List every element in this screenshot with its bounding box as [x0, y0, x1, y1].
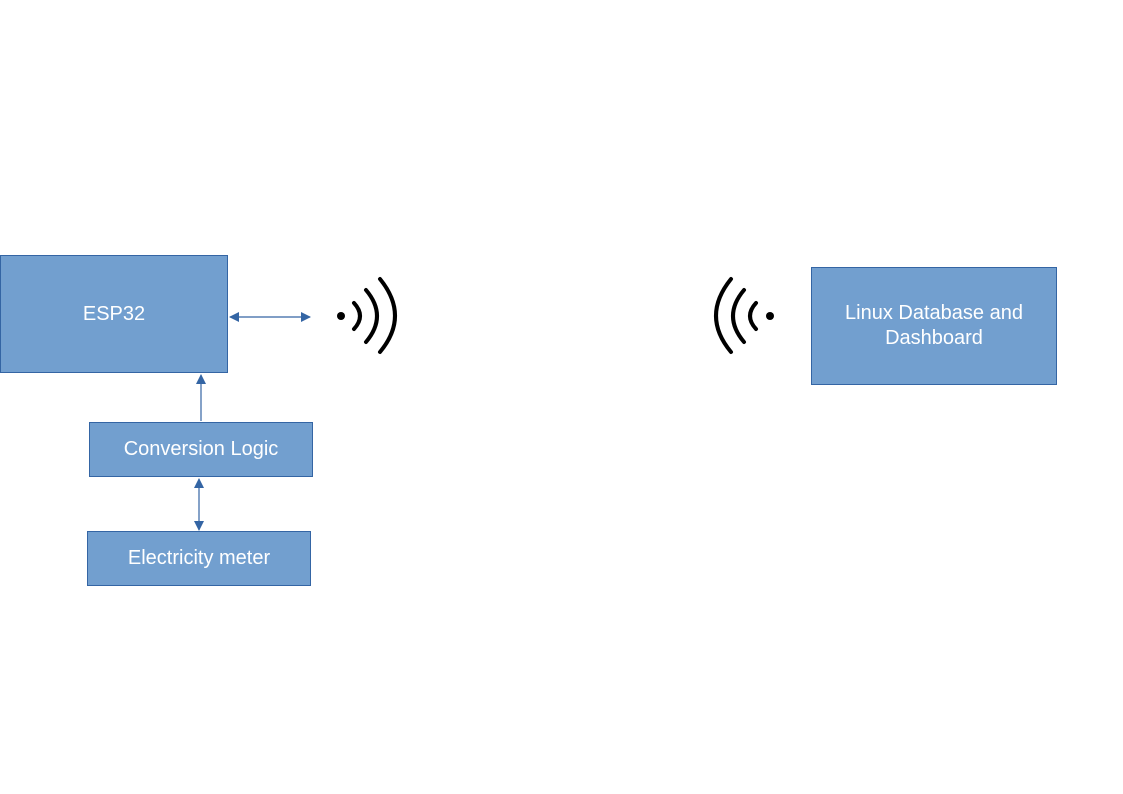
- node-esp32: ESP32: [0, 255, 228, 373]
- wireless-signal-right-icon: [337, 277, 397, 354]
- wireless-signal-left-icon: [714, 277, 774, 354]
- node-electricity-meter: Electricity meter: [87, 531, 311, 586]
- node-conversion-logic-label: Conversion Logic: [123, 438, 279, 460]
- node-esp32-label: ESP32: [82, 302, 146, 325]
- node-electricity-meter-label: Electricity meter: [127, 547, 271, 569]
- node-linux-database-dashboard: Linux Database and Dashboard: [811, 267, 1057, 385]
- node-linux-dashboard-label: Linux Database and Dashboard: [845, 302, 1023, 349]
- node-conversion-logic: Conversion Logic: [89, 422, 313, 477]
